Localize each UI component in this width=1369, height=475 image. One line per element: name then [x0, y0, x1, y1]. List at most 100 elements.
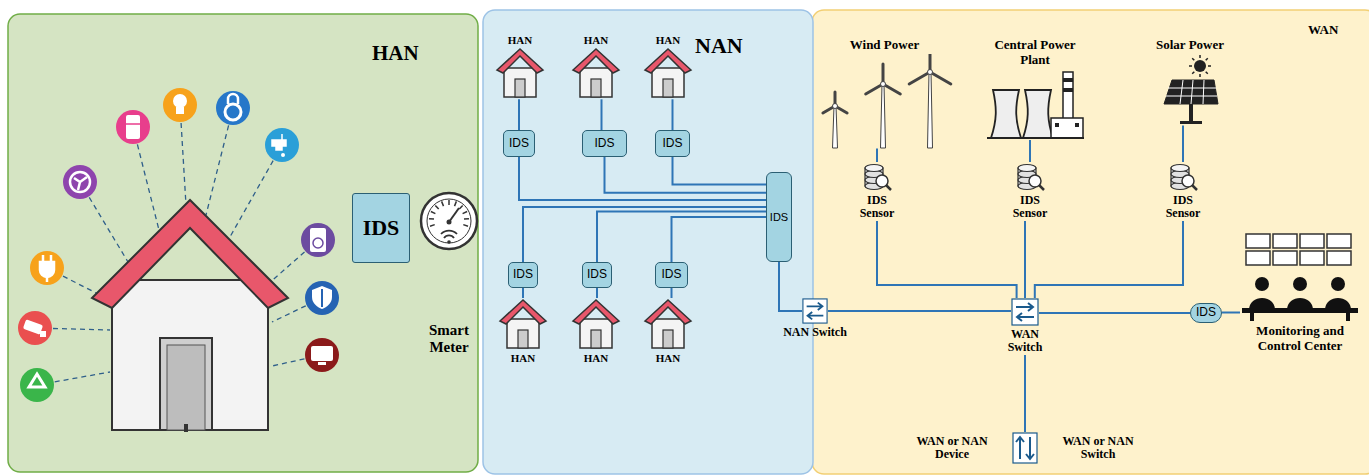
control-center: Monitoring and Control Center	[1236, 232, 1364, 353]
switch-icon	[1011, 298, 1039, 326]
connector	[596, 288, 598, 298]
smart-meter: Smart Meter	[418, 190, 480, 356]
nan-region: NAN HAN HAN HAN HAN HAN HAN IDS IDS IDS IDS IDS IDS I…	[483, 10, 813, 475]
connector	[672, 99, 674, 130]
node-label: IDS Sensor	[1158, 194, 1208, 221]
node-label: HAN	[372, 42, 419, 66]
connector	[1035, 221, 1183, 298]
connector	[1182, 126, 1184, 163]
vswitch-icon	[1012, 432, 1038, 464]
node-label: IDS	[513, 268, 533, 281]
sensor-icon	[862, 162, 892, 192]
node-label: HAN	[656, 352, 680, 364]
ids-box: IDS	[582, 262, 612, 288]
nan-switch: NAN Switch	[780, 298, 850, 339]
ids-box: IDS	[582, 130, 627, 157]
connector	[673, 157, 767, 185]
connector	[1024, 221, 1026, 298]
connector	[523, 207, 766, 262]
connector	[877, 221, 1017, 298]
han-region: HAN IDS Smart Meter	[8, 14, 478, 472]
home-area-network: HAN	[640, 298, 696, 364]
node-label: IDS	[661, 268, 681, 281]
node-label: IDS	[587, 268, 607, 281]
ids-box: IDS	[352, 193, 410, 263]
sensor-icon	[1015, 162, 1045, 192]
connector	[779, 262, 802, 311]
node-label: Smart Meter	[418, 322, 480, 356]
home-area-network: HAN	[568, 298, 624, 364]
node-label: Wind Power	[850, 38, 919, 53]
wan-region: WAN Wind Power Central Power Plant Solar Po…	[812, 10, 1369, 475]
node-label: IDS	[594, 137, 614, 150]
wan-region-fill	[812, 10, 1369, 474]
node-label: WAN or NAN Switch	[1048, 435, 1148, 462]
connector	[597, 212, 766, 262]
ids-box: IDS	[508, 262, 538, 288]
home-area-network: HAN	[492, 34, 548, 99]
house-icon	[643, 47, 693, 99]
ids-box: IDS	[655, 262, 688, 288]
power-plant: Central Power Plant	[980, 38, 1090, 140]
node-label: IDS Sensor	[852, 194, 902, 221]
switch-icon	[802, 298, 828, 324]
connector	[1024, 355, 1026, 432]
plant-icon	[985, 68, 1085, 140]
connector	[876, 149, 878, 163]
ids-box: IDS	[1190, 303, 1222, 323]
node-label: WAN Switch	[995, 328, 1055, 355]
node-label: HAN	[508, 34, 532, 46]
ids-sensor: IDS Sensor	[1158, 162, 1208, 221]
connector	[1039, 312, 1190, 314]
wan-nan-switch: WAN or NAN Device WAN or NAN Switch	[902, 432, 1148, 464]
solar-icon	[1160, 54, 1220, 126]
node-label: NAN	[695, 34, 743, 59]
wan-switch: WAN Switch	[995, 298, 1055, 355]
meter-icon	[419, 190, 479, 252]
house-icon	[571, 298, 621, 350]
connector	[671, 288, 673, 298]
node-label: HAN	[584, 34, 608, 46]
node-label: IDS Sensor	[1005, 194, 1055, 221]
connector	[601, 99, 603, 130]
connector	[605, 157, 767, 193]
node-label: Solar Power	[1156, 38, 1224, 53]
ids-sensor: IDS Sensor	[852, 162, 902, 221]
house-icon	[495, 47, 545, 99]
node-label: WAN or NAN Device	[902, 435, 1002, 462]
node-label: HAN	[511, 352, 535, 364]
connector	[672, 217, 767, 262]
connector	[519, 157, 766, 200]
ids-box: IDS	[766, 172, 792, 262]
connector	[1029, 140, 1031, 162]
home-illustration	[92, 200, 288, 432]
node-label: IDS	[662, 137, 682, 150]
wind-icon	[815, 54, 955, 149]
node-label: IDS	[509, 137, 529, 150]
connector	[1222, 312, 1240, 314]
appliance-icons	[18, 88, 339, 402]
node-label: Central Power Plant	[980, 38, 1090, 67]
house-icon	[498, 298, 548, 350]
ids-box: IDS	[503, 130, 535, 157]
node-label: HAN	[656, 34, 680, 46]
nan-region-fill	[483, 10, 813, 474]
monitor-icon	[1240, 232, 1360, 322]
connector	[828, 310, 1011, 312]
han-region-fill	[8, 14, 478, 472]
wind-power: Wind Power	[812, 38, 957, 149]
ids-sensor: IDS Sensor	[1005, 162, 1055, 221]
ids-box: IDS	[655, 130, 690, 157]
node-label: NAN Switch	[783, 326, 847, 339]
node-label: WAN	[1308, 23, 1338, 38]
node-label: HAN	[584, 352, 608, 364]
connector	[518, 99, 520, 130]
home-area-network: HAN	[640, 34, 696, 99]
house-icon	[643, 298, 693, 350]
node-label: IDS	[1196, 306, 1216, 319]
node-label: Monitoring and Control Center	[1236, 324, 1364, 353]
home-area-network: HAN	[495, 298, 551, 364]
connector	[522, 288, 524, 298]
house-icon	[571, 47, 621, 99]
home-area-network: HAN	[568, 34, 624, 99]
